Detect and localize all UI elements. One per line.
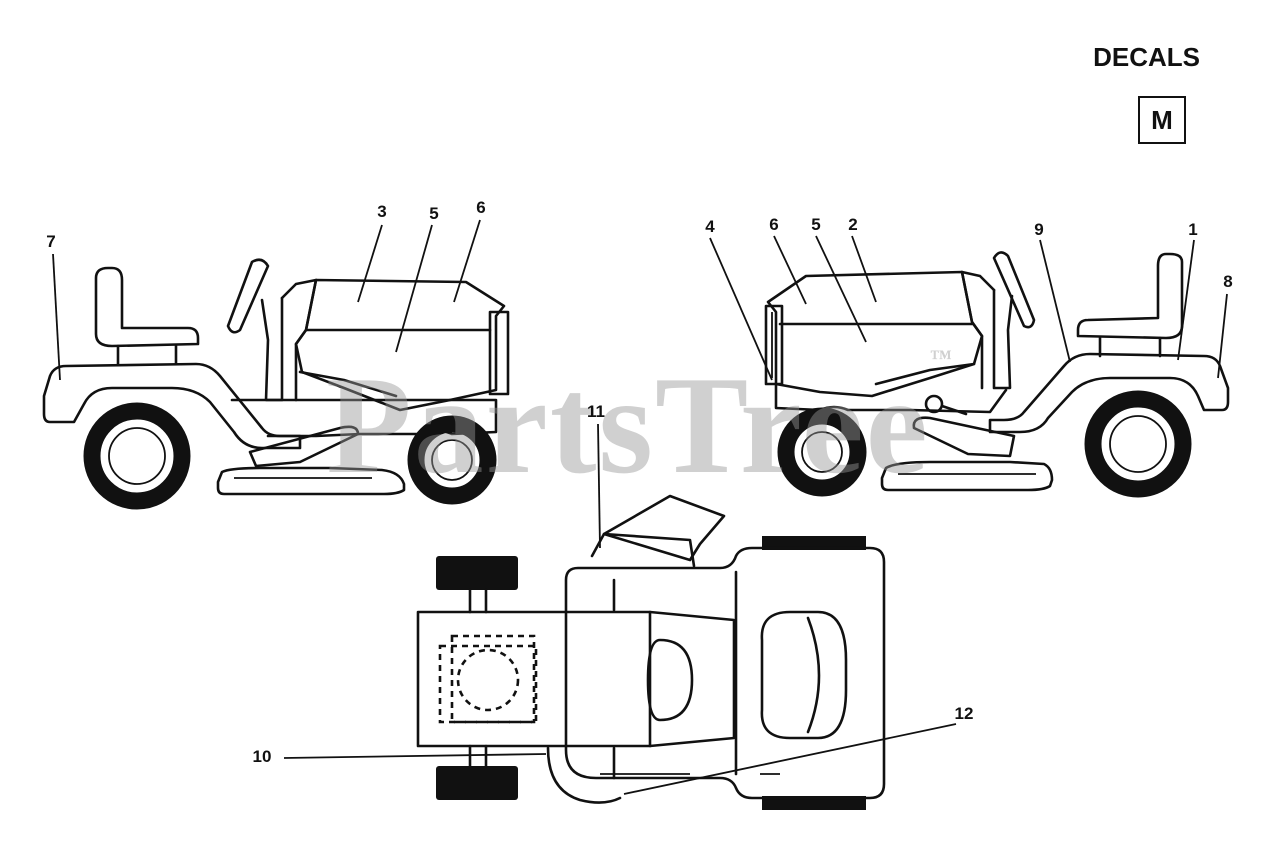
left-seat-back: [94, 266, 200, 348]
leader-lines: [52, 219, 1228, 795]
left-front-wheel: [407, 415, 497, 505]
left-hood-side-curve: [298, 370, 398, 398]
left-seat-post: [116, 344, 178, 366]
page-title: DECALS: [1093, 42, 1200, 72]
right-seat-back: [1076, 252, 1184, 340]
left-hood: [294, 278, 506, 412]
callout-7: 7: [46, 232, 56, 251]
right-rear-wheel: [1084, 390, 1192, 498]
right-steering-column: [992, 288, 1014, 390]
right-ignition-key: [924, 394, 944, 414]
right-frame: [774, 382, 1008, 414]
section-letter-badge: M: [1138, 96, 1186, 144]
top-rear-wheel-upper: [762, 536, 866, 550]
right-foot-pedal: [912, 416, 1016, 458]
right-hood-side-curve: [874, 362, 976, 386]
right-steering-wheel: [992, 251, 1036, 329]
right-side-tractor-view: [764, 251, 1230, 498]
top-front-wheel-lower: [436, 766, 518, 800]
callout-5-right: 5: [811, 215, 821, 234]
callout-8: 8: [1223, 272, 1233, 291]
callout-1: 1: [1188, 220, 1198, 239]
top-front-wheel-upper: [436, 556, 518, 590]
right-grille: [764, 304, 784, 386]
callout-5-left: 5: [429, 204, 439, 223]
right-rear-fender: [988, 352, 1230, 434]
callout-10: 10: [252, 747, 272, 766]
right-front-wheel: [777, 407, 867, 497]
callout-4: 4: [705, 217, 715, 236]
left-grille: [488, 310, 510, 396]
top-seat: [760, 610, 848, 740]
callout-3: 3: [377, 202, 387, 221]
top-view-tractor: [416, 494, 886, 810]
left-mower-deck: [216, 466, 406, 496]
callout-9: 9: [1034, 220, 1044, 239]
left-steering-column: [260, 296, 284, 402]
callout-12: 12: [954, 704, 974, 723]
right-hood: [766, 270, 984, 398]
left-rear-wheel: [83, 402, 191, 510]
callout-2: 2: [848, 215, 858, 234]
right-mower-deck: [880, 460, 1054, 492]
left-foot-pedal: [248, 425, 360, 468]
callout-6-right: 6: [769, 215, 779, 234]
left-steering-wheel: [226, 258, 270, 334]
callout-11: 11: [587, 402, 605, 421]
left-side-tractor-view: [42, 258, 510, 510]
left-rear-fender: [42, 362, 302, 450]
top-rear-wheel-lower: [762, 796, 866, 810]
top-rear-body: [564, 546, 886, 800]
callout-6-left: 6: [476, 198, 486, 217]
top-steering-wheel: [602, 494, 726, 562]
